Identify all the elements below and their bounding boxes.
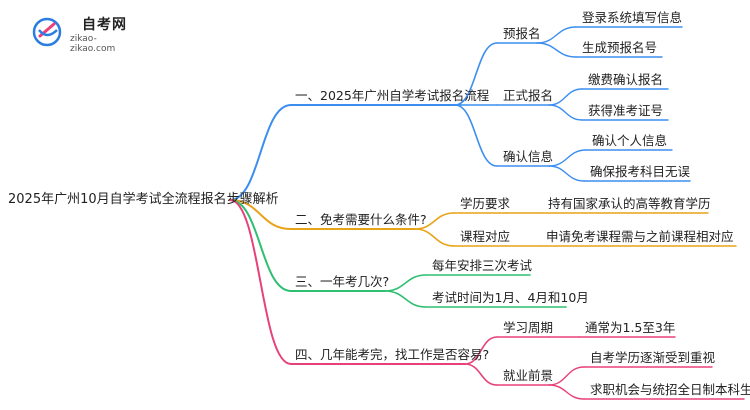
subtopic-4-2: 就业前景 <box>503 368 554 383</box>
leaf-1-1-2: 生成预报名号 <box>582 40 658 55</box>
connector-root-branch-1 <box>229 104 292 201</box>
connector-branch-1-sub-1 <box>454 42 498 106</box>
leaf-1-1-1: 登录系统填写信息 <box>582 10 683 25</box>
connector-branch-3-sub-1 <box>384 274 427 292</box>
branch-2-label: 二、免考需要什么条件? <box>295 212 427 227</box>
connector-branch-3-sub-2 <box>384 290 427 308</box>
subtopic-1-1: 预报名 <box>503 26 541 41</box>
connector-leaf-1-3-1 <box>548 149 587 167</box>
subtopic-4-1: 学习周期 <box>503 320 554 335</box>
leaf-1-3-2: 确保报考科目无误 <box>590 164 691 179</box>
leaf-4-1-1: 通常为1.5至3年 <box>585 320 676 335</box>
subtopic-1-3: 确认信息 <box>503 149 554 164</box>
connector-leaf-4-2-2 <box>548 384 585 400</box>
connector-root-branch-3 <box>229 199 292 292</box>
subtopic-2-2: 课程对应 <box>460 229 511 244</box>
branch-1-label: 一、2025年广州自学考试报名流程 <box>295 88 490 103</box>
connector-leaf-1-1-1 <box>536 26 577 44</box>
connector-root-branch-2 <box>229 199 292 230</box>
branch-3-label: 三、一年考几次? <box>295 274 390 289</box>
leaf-2-2-1: 申请免考课程需与之前课程相对应 <box>546 229 734 244</box>
subtopic-3-1: 每年安排三次考试 <box>432 258 533 273</box>
logo-title: 自考网 <box>82 17 127 33</box>
subtopic-3-2: 考试时间为1月、4月和10月 <box>432 290 589 305</box>
connector-leaf-1-2-1 <box>548 88 583 106</box>
connector-branch-4-sub-1 <box>464 336 498 365</box>
connector-leaf-1-1-2 <box>536 42 577 58</box>
leaf-4-2-1: 自考学历逐渐受到重视 <box>590 350 716 365</box>
subtopic-2-1: 学历要求 <box>460 196 511 211</box>
site-logo: 自考网 zikao-zikao.com <box>30 14 140 54</box>
leaf-1-3-1: 确认个人信息 <box>592 133 668 148</box>
subtopic-1-2: 正式报名 <box>503 88 554 103</box>
branch-4-label: 四、几年能考完，找工作是否容易? <box>295 347 490 362</box>
leaf-1-2-2: 获得准考证号 <box>588 103 664 118</box>
connector-branch-2-sub-2 <box>414 228 455 247</box>
connector-leaf-1-3-2 <box>548 165 585 182</box>
root-topic: 2025年广州10月自学考试全流程报名步骤解析 <box>8 192 279 207</box>
connector-branch-4-sub-2 <box>464 363 498 386</box>
leaf-1-2-1: 缴费确认报名 <box>588 72 664 87</box>
connector-leaf-1-2-2 <box>548 104 583 121</box>
connector-leaf-4-2-1 <box>548 366 585 386</box>
connector-branch-1-sub-3 <box>454 104 498 167</box>
connector-root-branch-4 <box>229 199 292 365</box>
logo-mark-icon <box>32 17 62 47</box>
leaf-2-1-1: 持有国家承认的高等教育学历 <box>548 196 711 211</box>
logo-url: zikao-zikao.com <box>70 34 116 54</box>
leaf-4-2-2: 求职机会与统招全日制本科生相同 <box>590 382 750 397</box>
